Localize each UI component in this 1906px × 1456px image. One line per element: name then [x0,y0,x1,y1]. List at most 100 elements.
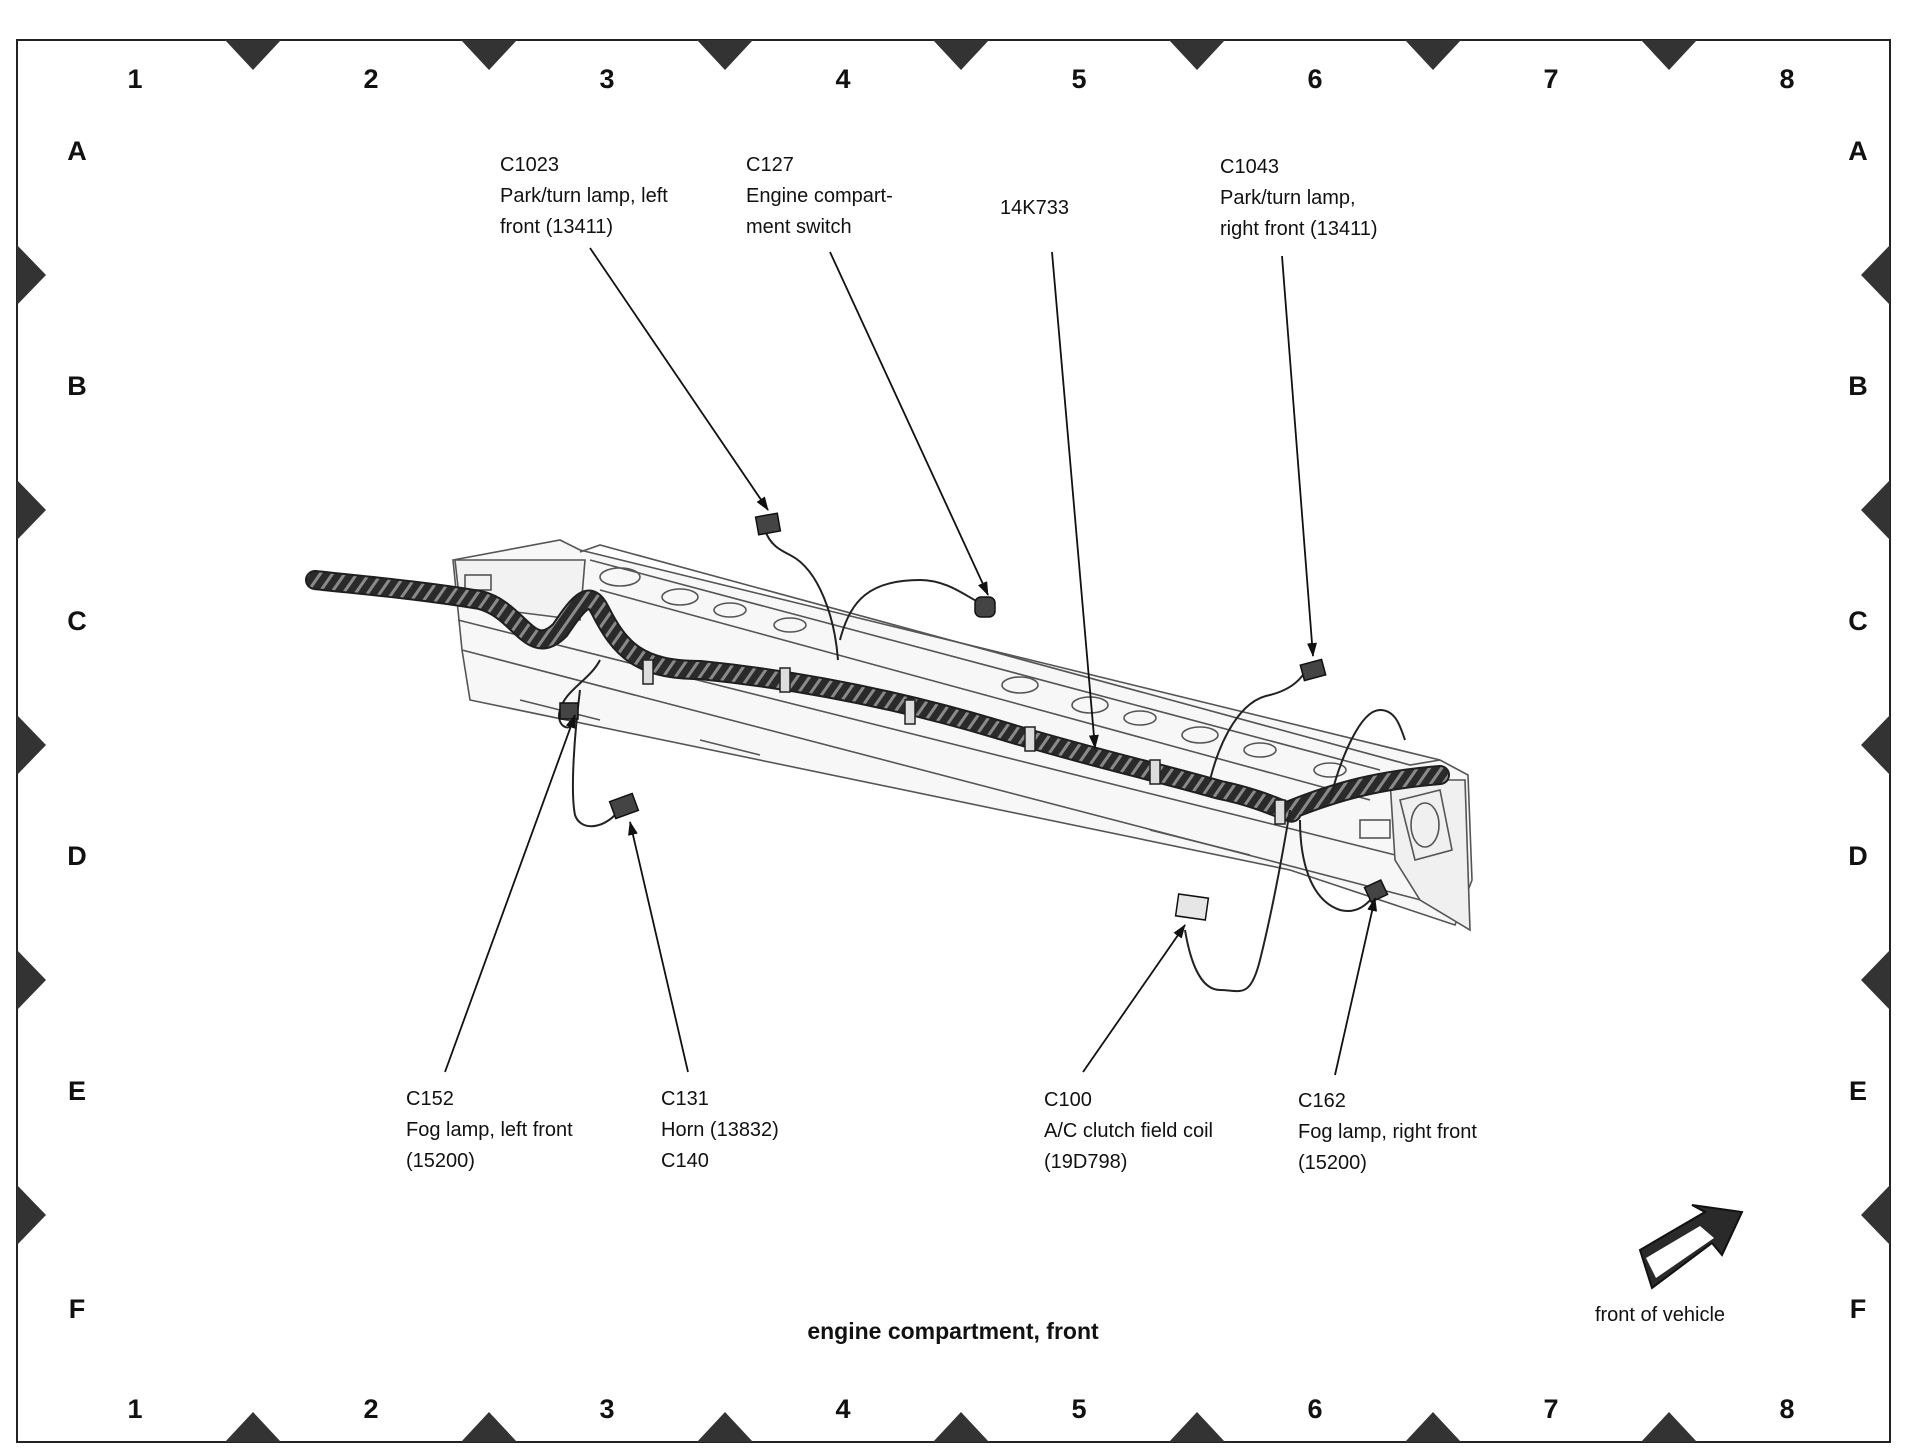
grid-row-right-C: C [1848,606,1868,636]
connector-c131 [608,792,640,820]
callout-c162-line-3: (15200) [1298,1152,1367,1174]
grid-column-top-6: 6 [1307,64,1322,94]
grid-column-bottom-3: 3 [599,1394,614,1424]
border-marker-left-5 [17,1185,46,1245]
border-marker-right-1 [1861,245,1890,305]
grid-row-right-E: E [1849,1076,1867,1106]
callout-c100-line-3: (19D798) [1044,1151,1127,1173]
grid-column-top-7: 7 [1543,64,1558,94]
callout-c1043-line-1: C1043 [1220,156,1279,178]
grid-column-bottom-7: 7 [1543,1394,1558,1424]
border-marker-right-2 [1861,480,1890,540]
connector-c127 [974,596,996,618]
leader-lines [444,247,1378,1076]
grid-row-right-D: D [1848,841,1868,871]
border-marker-top-5 [1169,40,1225,70]
callout-c152-line-3: (15200) [406,1150,475,1172]
callout-c131-line-1: C131 [661,1088,709,1110]
callout-c131-line-3: C140 [661,1150,709,1172]
diagram-caption: engine compartment, front [807,1318,1099,1344]
callout-c131-line-2: Horn (13832) [661,1119,779,1141]
grid-column-top-5: 5 [1071,64,1086,94]
connector-c100 [1174,893,1210,921]
wiring-harness-14k733 [305,570,1450,825]
grid-row-left-B: B [67,371,87,401]
callout-c1043-line-2: Park/turn lamp, [1220,187,1356,209]
grid-column-bottom-2: 2 [363,1394,378,1424]
radiator-support-panel [452,539,1473,932]
connector-c1023 [754,512,782,536]
callout-c162-line-1: C162 [1298,1090,1346,1112]
border-marker-top-6 [1405,40,1461,70]
border-markers [17,40,1890,1442]
grid-row-right-F: F [1850,1294,1867,1324]
grid-row-left-C: C [67,606,87,636]
grid-row-right-B: B [1848,371,1868,401]
grid-row-left-D: D [67,841,87,871]
grid-row-left-A: A [67,136,87,166]
border-marker-bottom-7 [1641,1412,1697,1442]
border-marker-right-4 [1861,950,1890,1010]
grid-column-bottom-4: 4 [835,1394,850,1424]
grid-column-top-1: 1 [127,64,142,94]
border-marker-top-1 [225,40,281,70]
callout-c152-line-1: C152 [406,1088,454,1110]
callout-c1023-line-1: C1023 [500,154,559,176]
callout-c1023-line-3: front (13411) [500,216,613,238]
border-marker-top-2 [461,40,517,70]
front-of-vehicle-label: front of vehicle [1595,1304,1725,1326]
callout-c162-line-2: Fog lamp, right front [1298,1121,1477,1143]
border-marker-bottom-2 [461,1412,517,1442]
border-marker-left-3 [17,715,46,775]
border-marker-bottom-6 [1405,1412,1461,1442]
border-marker-bottom-4 [933,1412,989,1442]
border-marker-left-4 [17,950,46,1010]
grid-column-bottom-1: 1 [127,1394,142,1424]
callout-c127-line-1: C127 [746,154,794,176]
border-marker-top-7 [1641,40,1697,70]
callout-c100-line-1: C100 [1044,1089,1092,1111]
grid-row-left-E: E [68,1076,86,1106]
grid-column-bottom-5: 5 [1071,1394,1086,1424]
grid-column-top-2: 2 [363,64,378,94]
callout-c152-line-2: Fog lamp, left front [406,1119,573,1141]
grid-column-top-3: 3 [599,64,614,94]
border-marker-right-5 [1861,1185,1890,1245]
border-marker-bottom-3 [697,1412,753,1442]
connector-c162 [1363,878,1389,904]
border-marker-top-3 [697,40,753,70]
callout-c1023-line-2: Park/turn lamp, left [500,185,668,207]
callout-c1043-line-3: right front (13411) [1220,218,1378,240]
callout-c100-line-2: A/C clutch field coil [1044,1120,1213,1142]
callout-c127-line-2: Engine compart- [746,185,893,207]
border-marker-top-4 [933,40,989,70]
border-marker-left-2 [17,480,46,540]
border-marker-bottom-1 [225,1412,281,1442]
border-marker-bottom-5 [1169,1412,1225,1442]
connector-c1043 [1299,658,1327,682]
grid-column-top-4: 4 [835,64,850,94]
grid-row-left-F: F [69,1294,86,1324]
callout-14k733-line-1: 14K733 [1000,197,1069,219]
front-of-vehicle-arrow [1638,1204,1744,1290]
grid-column-bottom-8: 8 [1779,1394,1794,1424]
border-marker-right-3 [1861,715,1890,775]
callout-c127-line-3: ment switch [746,216,852,238]
branch-wires [558,529,1406,993]
connectors [559,512,1389,921]
grid-column-bottom-6: 6 [1307,1394,1322,1424]
callout-14k733: 14K733 [1000,197,1069,219]
grid-row-right-A: A [1848,136,1868,166]
border-marker-left-1 [17,245,46,305]
grid-column-top-8: 8 [1779,64,1794,94]
